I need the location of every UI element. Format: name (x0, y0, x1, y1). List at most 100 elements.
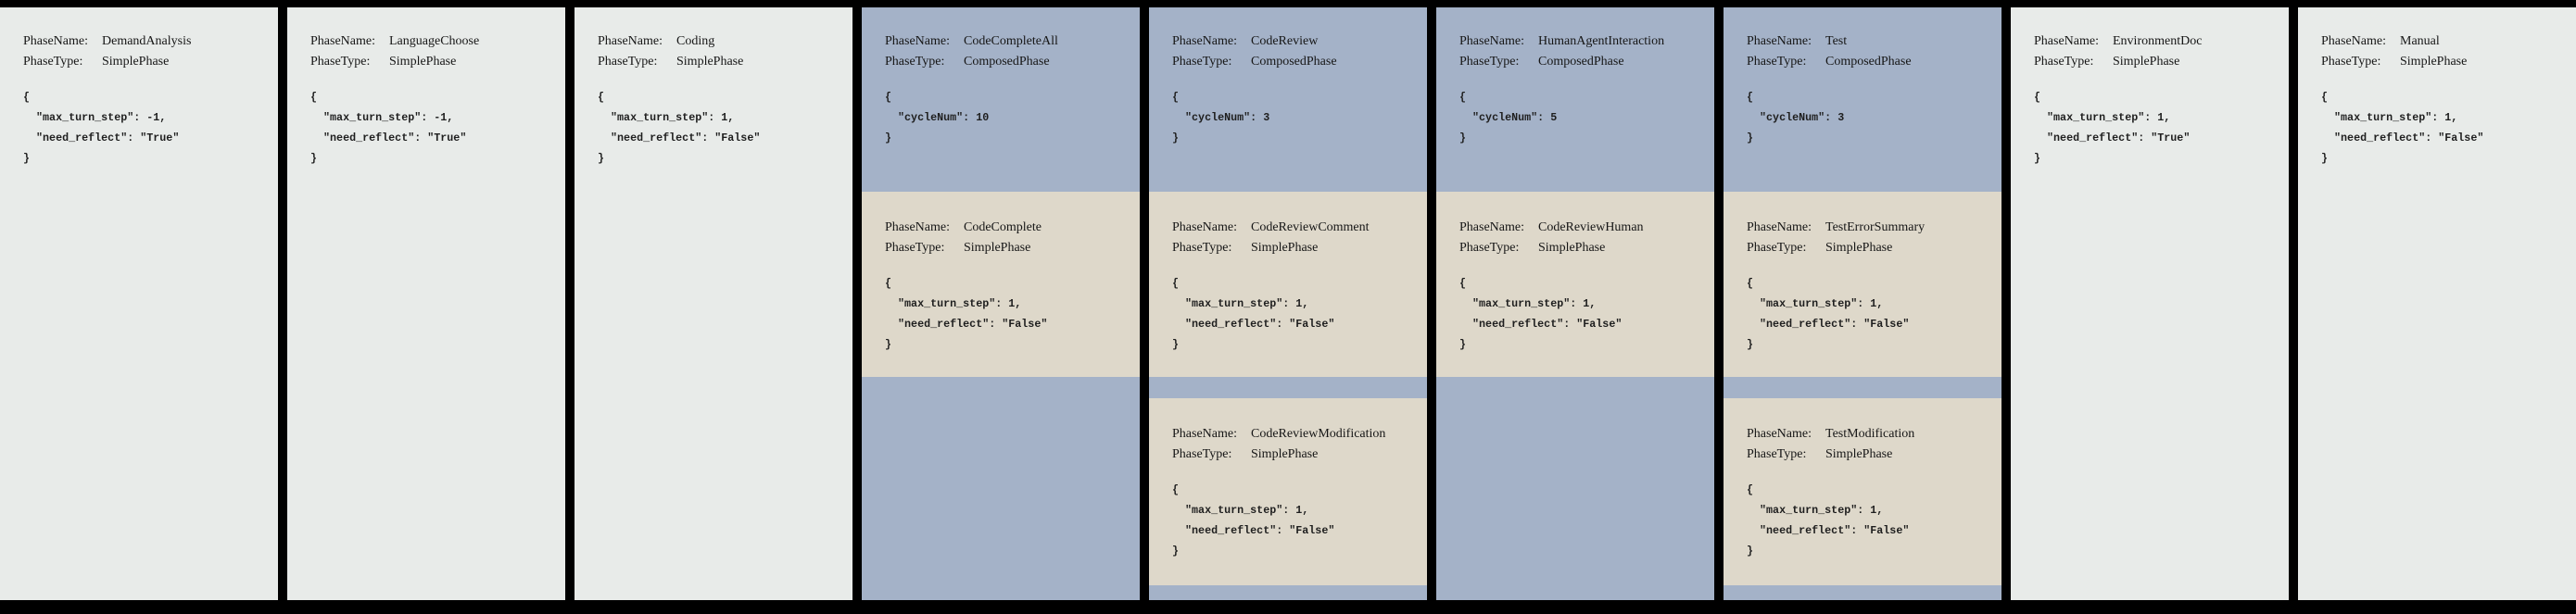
phase-config-json: { "max_turn_step": 1, "need_reflect": "F… (2321, 91, 2484, 165)
nested-phase-card-code-complete: PhaseName: CodeComplete PhaseType: Simpl… (862, 192, 1140, 377)
phase-config-json: { "max_turn_step": -1, "need_reflect": "… (23, 91, 180, 165)
phase-type-label: PhaseType: (1172, 55, 1232, 69)
phase-type-label: PhaseType: (1747, 55, 1807, 69)
phase-type-value: ComposedPhase (1251, 55, 1337, 69)
phase-name-value: Test (1825, 34, 1848, 48)
phase-name-label: PhaseName: (1172, 427, 1237, 441)
phase-card-test: PhaseName: Test PhaseType: ComposedPhase… (1724, 7, 2001, 600)
phase-name-label: PhaseName: (885, 220, 950, 234)
phase-header: PhaseName: CodeComplete PhaseType: Simpl… (862, 192, 1140, 355)
phase-name-value: CodeReviewHuman (1538, 220, 1644, 234)
phase-name-value: CodeReviewComment (1251, 220, 1370, 234)
phase-type-row: PhaseType: ComposedPhase (1459, 52, 1714, 72)
phase-type-row: PhaseType: SimplePhase (2321, 52, 2576, 72)
phase-config-json: { "max_turn_step": -1, "need_reflect": "… (310, 91, 467, 165)
phase-type-row: PhaseType: SimplePhase (598, 52, 852, 72)
phase-config-json: { "cycleNum": 3 } (1747, 91, 1845, 144)
phase-name-label: PhaseName: (1459, 220, 1524, 234)
phase-type-row: PhaseType: SimplePhase (310, 52, 565, 72)
phase-type-value: SimplePhase (964, 241, 1031, 255)
phase-name-row: PhaseName: HumanAgentInteraction (1459, 31, 1714, 52)
phase-name-label: PhaseName: (23, 34, 88, 48)
phase-name-label: PhaseName: (885, 34, 950, 48)
phase-name-value: Coding (676, 34, 715, 48)
phase-card-manual: PhaseName: Manual PhaseType: SimplePhase… (2298, 7, 2576, 600)
phase-name-row: PhaseName: Test (1747, 31, 2001, 52)
phase-name-row: PhaseName: LanguageChoose (310, 31, 565, 52)
phase-type-row: PhaseType: SimplePhase (1172, 445, 1427, 465)
phase-name-value: EnvironmentDoc (2113, 34, 2203, 48)
phase-name-row: PhaseName: CodeComplete (885, 218, 1140, 238)
phase-type-label: PhaseType: (885, 241, 945, 255)
phase-type-value: SimplePhase (1825, 447, 1893, 461)
phase-type-row: PhaseType: SimplePhase (23, 52, 278, 72)
phase-type-value: ComposedPhase (1825, 55, 1912, 69)
phase-header: PhaseName: TestErrorSummary PhaseType: S… (1724, 192, 2001, 355)
phase-type-label: PhaseType: (1459, 55, 1520, 69)
phase-type-label: PhaseType: (1747, 241, 1807, 255)
phase-name-value: CodeReview (1251, 34, 1319, 48)
nested-phase-card-test-modification: PhaseName: TestModification PhaseType: S… (1724, 398, 2001, 585)
phase-type-label: PhaseType: (598, 55, 658, 69)
phase-name-row: PhaseName: Coding (598, 31, 852, 52)
phase-name-value: Manual (2400, 34, 2440, 48)
phase-name-value: TestErrorSummary (1825, 220, 1926, 234)
phase-name-row: PhaseName: TestErrorSummary (1747, 218, 2001, 238)
phase-type-value: SimplePhase (1251, 447, 1319, 461)
phase-header: PhaseName: CodeReview PhaseType: Compose… (1149, 7, 1427, 148)
phase-type-label: PhaseType: (1172, 241, 1232, 255)
phase-type-label: PhaseType: (2321, 55, 2381, 69)
phase-type-row: PhaseType: SimplePhase (1747, 445, 2001, 465)
phase-name-value: HumanAgentInteraction (1538, 34, 1665, 48)
phase-name-row: PhaseName: CodeReviewModification (1172, 424, 1427, 445)
phase-config-json: { "cycleNum": 10 } (885, 91, 990, 144)
phase-config-json: { "max_turn_step": 1, "need_reflect": "F… (885, 277, 1048, 351)
phase-type-label: PhaseType: (23, 55, 83, 69)
phase-name-row: PhaseName: Manual (2321, 31, 2576, 52)
phase-card-human-agent-interaction: PhaseName: HumanAgentInteraction PhaseTy… (1436, 7, 1714, 600)
phase-card-environment-doc: PhaseName: EnvironmentDoc PhaseType: Sim… (2011, 7, 2289, 600)
phase-type-label: PhaseType: (2034, 55, 2094, 69)
phase-card-code-review: PhaseName: CodeReview PhaseType: Compose… (1149, 7, 1427, 600)
phase-header: PhaseName: TestModification PhaseType: S… (1724, 398, 2001, 561)
phase-header: PhaseName: CodeReviewHuman PhaseType: Si… (1436, 192, 1714, 355)
phase-type-row: PhaseType: SimplePhase (1459, 238, 1714, 258)
nested-phase-card-code-review-modification: PhaseName: CodeReviewModification PhaseT… (1149, 398, 1427, 585)
phase-type-row: PhaseType: ComposedPhase (885, 52, 1140, 72)
phase-name-label: PhaseName: (1172, 34, 1237, 48)
nested-phase-card-test-error-summary: PhaseName: TestErrorSummary PhaseType: S… (1724, 192, 2001, 377)
phase-name-value: TestModification (1825, 427, 1915, 441)
phase-header: PhaseName: LanguageChoose PhaseType: Sim… (287, 7, 565, 169)
phase-name-label: PhaseName: (1747, 427, 1812, 441)
phase-header: PhaseName: Test PhaseType: ComposedPhase… (1724, 7, 2001, 148)
phase-name-label: PhaseName: (1747, 34, 1812, 48)
phase-header: PhaseName: HumanAgentInteraction PhaseTy… (1436, 7, 1714, 148)
phase-type-row: PhaseType: SimplePhase (1172, 238, 1427, 258)
phase-name-value: CodeReviewModification (1251, 427, 1386, 441)
phase-name-label: PhaseName: (310, 34, 375, 48)
phase-name-label: PhaseName: (1747, 220, 1812, 234)
phase-config-json: { "max_turn_step": 1, "need_reflect": "F… (1747, 483, 1910, 558)
phase-header: PhaseName: CodeCompleteAll PhaseType: Co… (862, 7, 1140, 148)
phase-type-value: SimplePhase (1251, 241, 1319, 255)
phase-type-label: PhaseType: (310, 55, 371, 69)
phase-type-value: ComposedPhase (1538, 55, 1624, 69)
phase-type-value: SimplePhase (1825, 241, 1893, 255)
phase-header: PhaseName: Manual PhaseType: SimplePhase… (2298, 7, 2576, 169)
phase-name-row: PhaseName: CodeReview (1172, 31, 1427, 52)
phase-config-json: { "cycleNum": 5 } (1459, 91, 1558, 144)
nested-phase-card-code-review-human: PhaseName: CodeReviewHuman PhaseType: Si… (1436, 192, 1714, 377)
phase-card-code-complete-all: PhaseName: CodeCompleteAll PhaseType: Co… (862, 7, 1140, 600)
phase-type-value: SimplePhase (676, 55, 744, 69)
phase-type-row: PhaseType: SimplePhase (1747, 238, 2001, 258)
phase-type-value: SimplePhase (389, 55, 457, 69)
phase-name-value: LanguageChoose (389, 34, 480, 48)
phase-name-row: PhaseName: TestModification (1747, 424, 2001, 445)
phase-header: PhaseName: Coding PhaseType: SimplePhase… (575, 7, 852, 169)
phase-type-label: PhaseType: (1172, 447, 1232, 461)
phase-type-label: PhaseType: (1747, 447, 1807, 461)
phase-name-row: PhaseName: DemandAnalysis (23, 31, 278, 52)
phase-name-label: PhaseName: (2034, 34, 2099, 48)
phase-config-json: { "cycleNum": 3 } (1172, 91, 1270, 144)
phase-config-json: { "max_turn_step": 1, "need_reflect": "F… (1459, 277, 1623, 351)
